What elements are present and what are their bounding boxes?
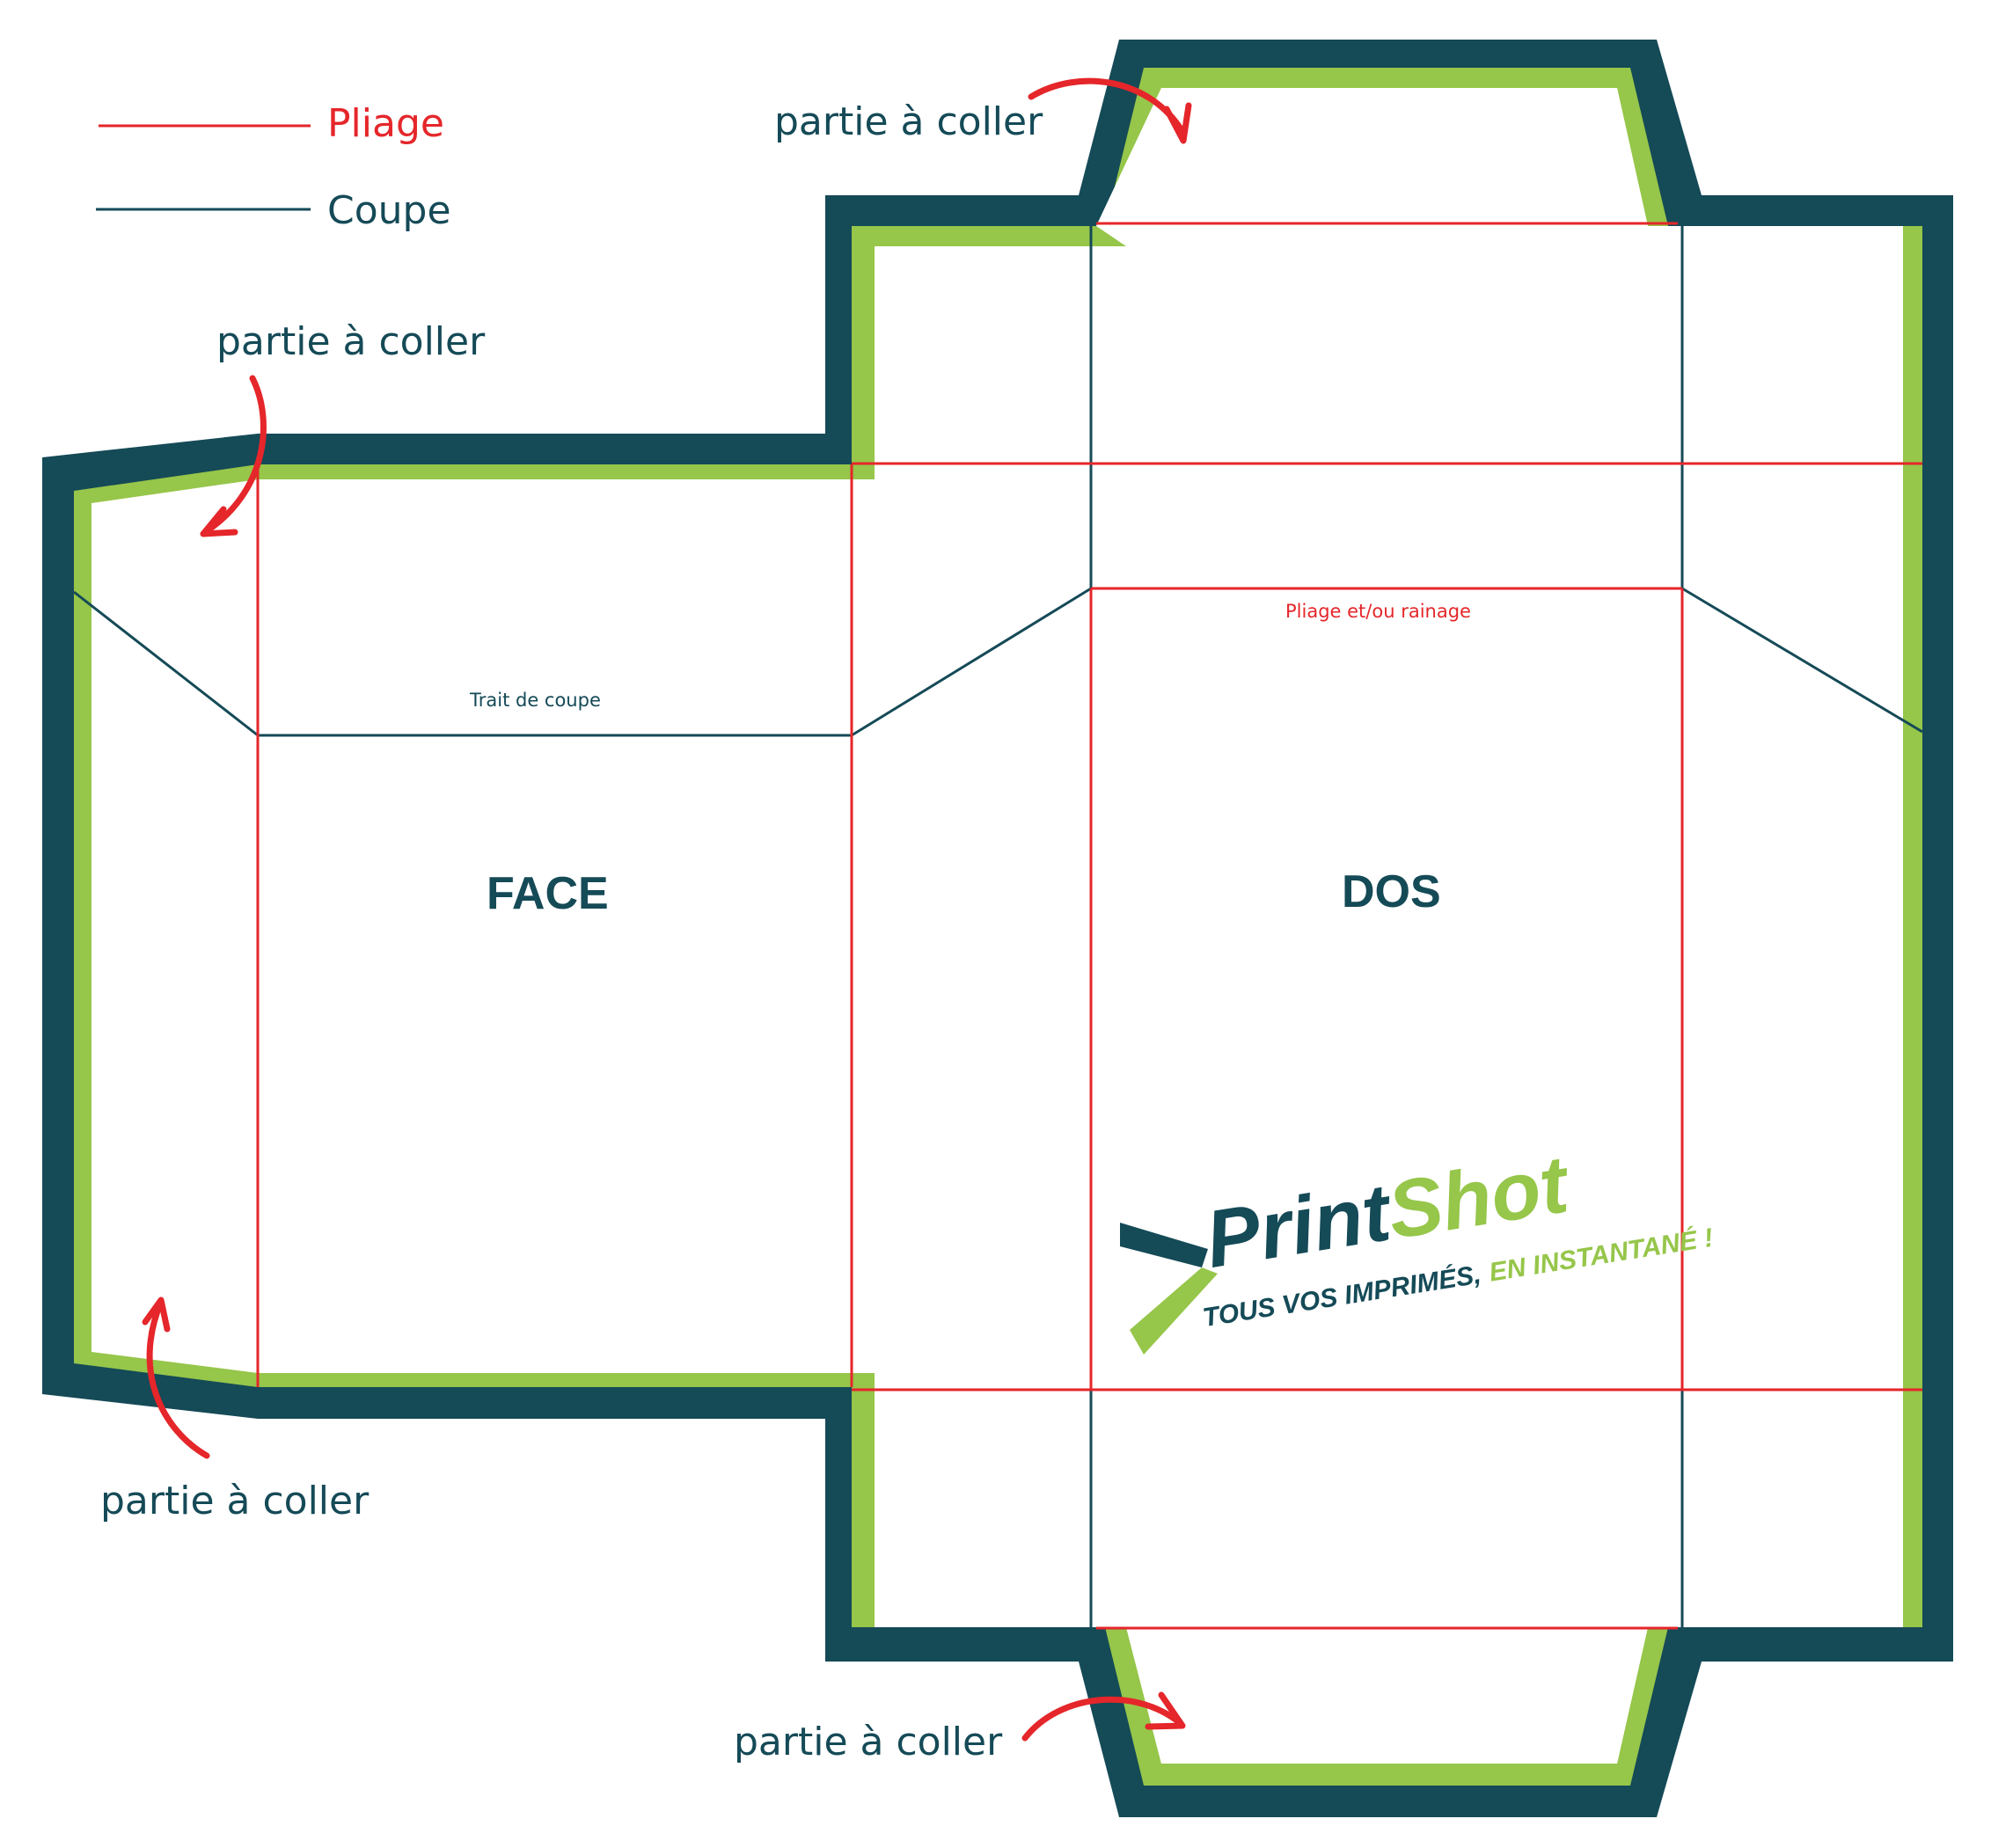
arrow-bottom-curve [1021,1696,1182,1742]
glue-arrows [142,77,1192,1742]
arrow-left-bottom-head [142,1297,171,1333]
cut-line-right-diag [1681,587,1923,734]
cut-line-left-diag [73,590,259,737]
cut-line-note: Trait de coupe [469,690,601,711]
arrow-left-bottom-curve [146,1298,210,1459]
dos-title: DOS [1342,866,1441,917]
logo-chevron-dark [1120,1223,1208,1267]
cut-line-mid-diag [851,587,1092,737]
legend-fold-label: Pliage [327,101,444,146]
face-title: FACE [487,868,609,919]
white-bottom-flap [1126,1627,1648,1764]
legend-cut-label: Coupe [327,188,451,233]
white-panel-right [875,246,1903,1607]
glue-label-left-bottom: partie à coller [100,1479,370,1523]
arrow-left-top-head [200,506,238,537]
fold-note: Pliage et/ou rainage [1285,601,1471,622]
arrow-left-top-curve [201,375,267,536]
logo-chevron-green [1130,1267,1218,1355]
arrow-bottom-head [1145,1691,1186,1730]
glue-label-top: partie à coller [774,99,1043,144]
arrow-top-head [1163,102,1192,144]
fold-lines [256,222,1922,1630]
glue-label-left-top: partie à coller [216,319,486,364]
glue-label-bottom: partie à coller [734,1720,1003,1764]
white-top-flap [1096,88,1648,226]
